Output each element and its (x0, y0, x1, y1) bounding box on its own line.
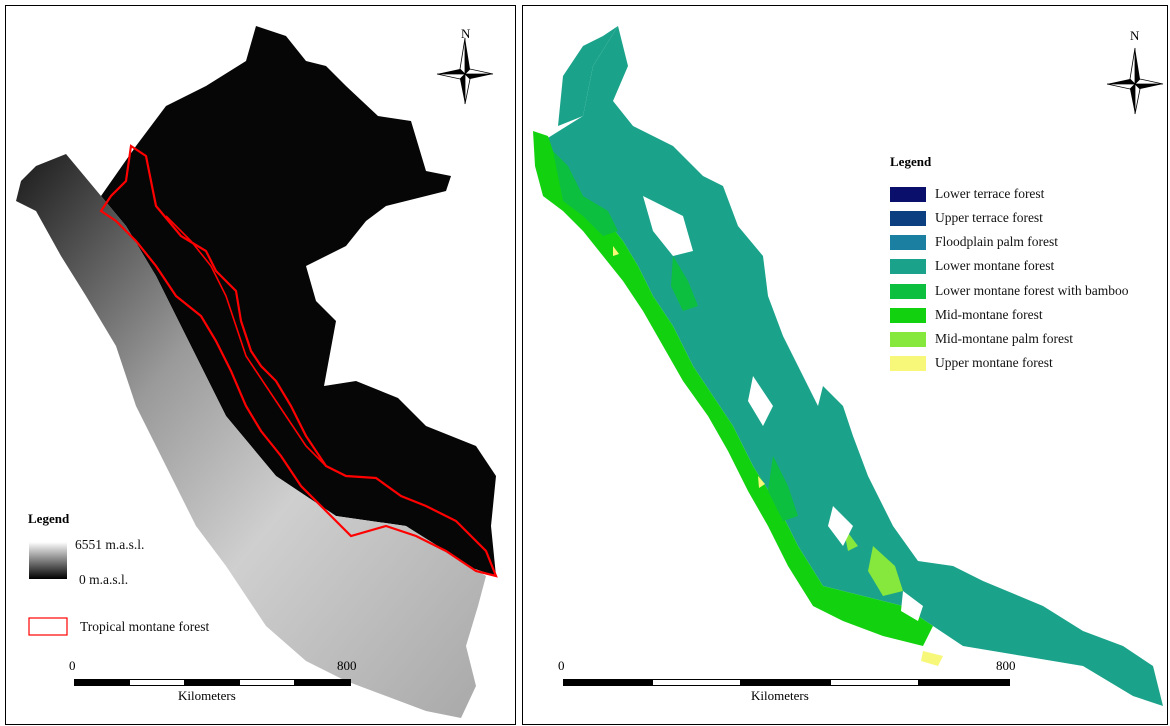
andes-highland (16, 154, 486, 718)
legend-item-label: Upper montane forest (935, 355, 1053, 370)
legend-swatch (890, 308, 926, 323)
elevation-map (16, 26, 498, 718)
lower-montane-bamboo-area (553, 151, 798, 521)
scale-start-label: 0 (558, 658, 565, 673)
scale-bar (74, 679, 351, 686)
scale-start-label: 0 (69, 658, 76, 673)
legend-item-label: Lower terrace forest (935, 186, 1045, 201)
mid-montane-forest-area (533, 131, 933, 646)
scale-unit-label: Kilometers (751, 688, 809, 703)
lower-montane-forest-area (543, 26, 1163, 706)
montane-outline (99, 144, 498, 578)
legend-item-label: Mid-montane palm forest (935, 331, 1073, 346)
elevation-high-label: 6551 m.a.s.l. (75, 537, 145, 552)
montane-forest-label: Tropical montane forest (80, 619, 210, 634)
non-forest-gaps (643, 196, 923, 621)
legend-swatch (890, 211, 926, 226)
legend-swatch (890, 356, 926, 371)
north-label: N (1130, 28, 1140, 43)
legend-title: Legend (890, 154, 932, 169)
scale-bar (563, 679, 1010, 686)
legend-item-label: Mid-montane forest (935, 307, 1043, 322)
legend-item-label: Floodplain palm forest (935, 234, 1058, 249)
elevation-gradient-swatch (29, 542, 67, 579)
legend-item-label: Lower montane forest (935, 258, 1055, 273)
forest-classes-map-panel: N Legend Lower terrace forest Upper terr… (522, 5, 1168, 725)
elevation-map-panel: N Legend 6551 m.a.s.l. 0 m.a.s.l. Tropic… (5, 5, 516, 725)
legend-swatch (890, 332, 926, 347)
legend-swatch (890, 187, 926, 202)
forest-classes-map (533, 26, 1164, 706)
legend-item-label: Lower montane forest with bamboo (935, 283, 1129, 298)
scale-end-label: 800 (996, 658, 1016, 673)
legend-item-label: Upper terrace forest (935, 210, 1043, 225)
north-label: N (461, 26, 471, 41)
lower-montane-forest-north (558, 26, 618, 126)
elevation-low-label: 0 m.a.s.l. (79, 572, 129, 587)
north-arrow-icon (1106, 47, 1164, 115)
north-arrow-icon (436, 37, 494, 105)
montane-swatch (28, 617, 68, 636)
scale-unit-label: Kilometers (178, 688, 236, 703)
legend-swatch (890, 284, 926, 299)
legend-title: Legend (28, 511, 70, 526)
legend-swatch (890, 259, 926, 274)
montane-outline-inner (165, 215, 327, 467)
scale-end-label: 800 (337, 658, 357, 673)
mid-montane-palm-area (843, 526, 903, 596)
legend-swatch (890, 235, 926, 250)
peru-lowland (101, 26, 496, 576)
